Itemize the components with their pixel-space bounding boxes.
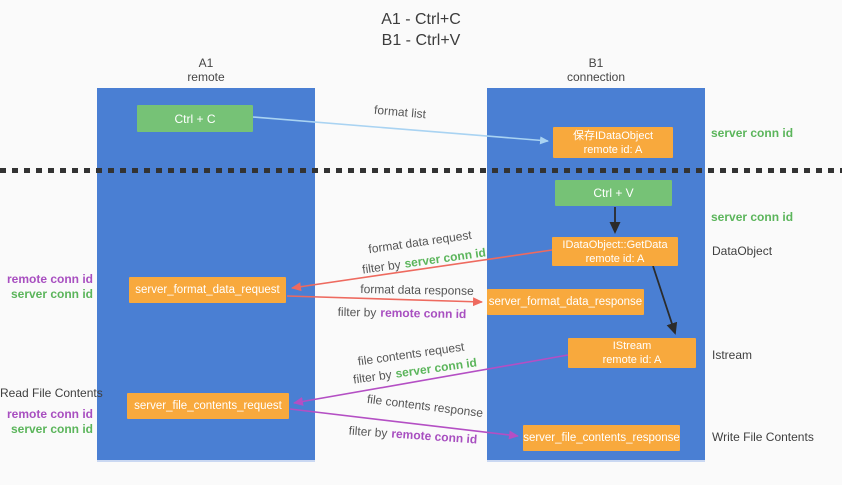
getdata-remote-id: remote id: A [585, 252, 645, 265]
left-server-conn-id-top: server conn id [10, 287, 93, 301]
node-istream: IStream remote id: A [568, 338, 696, 368]
filter-by-text: filter by [337, 304, 377, 320]
node-server-file-contents-response: server_file_contents_response [523, 425, 680, 451]
column-header-a1: A1 remote [97, 56, 315, 84]
node-ctrl-v: Ctrl + V [555, 180, 672, 206]
server-format-data-response-label: server_format_data_response [488, 296, 643, 308]
ctrl-v-label: Ctrl + V [593, 186, 634, 200]
column-b1-subtitle: connection [566, 70, 626, 84]
filter-by-text: filter by [352, 367, 393, 387]
node-save-idataobject: 保存IDataObject remote id: A [553, 127, 673, 158]
label-format-data-response: format data response [360, 282, 474, 298]
server-file-contents-response-label: server_file_contents_response [523, 432, 680, 444]
node-ctrl-c: Ctrl + C [137, 105, 253, 132]
right-write-file-contents-label: Write File Contents [712, 430, 814, 444]
right-server-conn-id-mid: server conn id [711, 210, 794, 224]
right-server-conn-id-top: server conn id [711, 126, 794, 140]
column-a1-subtitle: remote [187, 70, 225, 84]
column-header-b1: B1 connection [487, 56, 705, 84]
title-line-2: B1 - Ctrl+V [381, 32, 461, 49]
label-file-contents-response: file contents response [366, 391, 484, 421]
right-dataobject-label: DataObject [712, 244, 773, 258]
right-istream-label: Istream [712, 348, 753, 362]
filter-by-text: filter by [348, 423, 388, 441]
left-read-file-contents-label: Read File Contents [0, 386, 103, 400]
remote-conn-id-key: remote conn id [380, 305, 467, 322]
node-server-format-data-response: server_format_data_response [487, 289, 644, 315]
getdata-title: IDataObject::GetData [562, 238, 668, 251]
istream-title: IStream [612, 340, 652, 352]
copy-paste-separator-line [0, 168, 842, 173]
server-file-contents-request-label: server_file_contents_request [134, 400, 282, 412]
diagram-title: A1 - Ctrl+C B1 - Ctrl+V [0, 9, 842, 51]
column-b1-name: B1 [588, 56, 604, 70]
column-a1-name: A1 [198, 56, 214, 70]
title-line-1: A1 - Ctrl+C [381, 11, 461, 28]
filter-by-text: filter by [361, 257, 402, 277]
node-idataobject-getdata: IDataObject::GetData remote id: A [552, 237, 678, 266]
node-server-file-contents-request: server_file_contents_request [127, 393, 289, 419]
save-idataobject-title: 保存IDataObject [572, 129, 654, 142]
save-idataobject-remote-id: remote id: A [583, 143, 643, 156]
server-format-data-request-label: server_format_data_request [135, 284, 280, 296]
left-server-conn-id-bottom: server conn id [10, 422, 93, 436]
istream-remote-id: remote id: A [602, 354, 662, 366]
ctrl-c-label: Ctrl + C [174, 111, 216, 126]
left-remote-conn-id-bottom: remote conn id [6, 407, 93, 421]
remote-conn-id-key: remote conn id [390, 426, 478, 447]
left-remote-conn-id-top: remote conn id [6, 272, 93, 286]
node-server-format-data-request: server_format_data_request [129, 277, 286, 303]
label-format-list: format list [373, 102, 427, 122]
